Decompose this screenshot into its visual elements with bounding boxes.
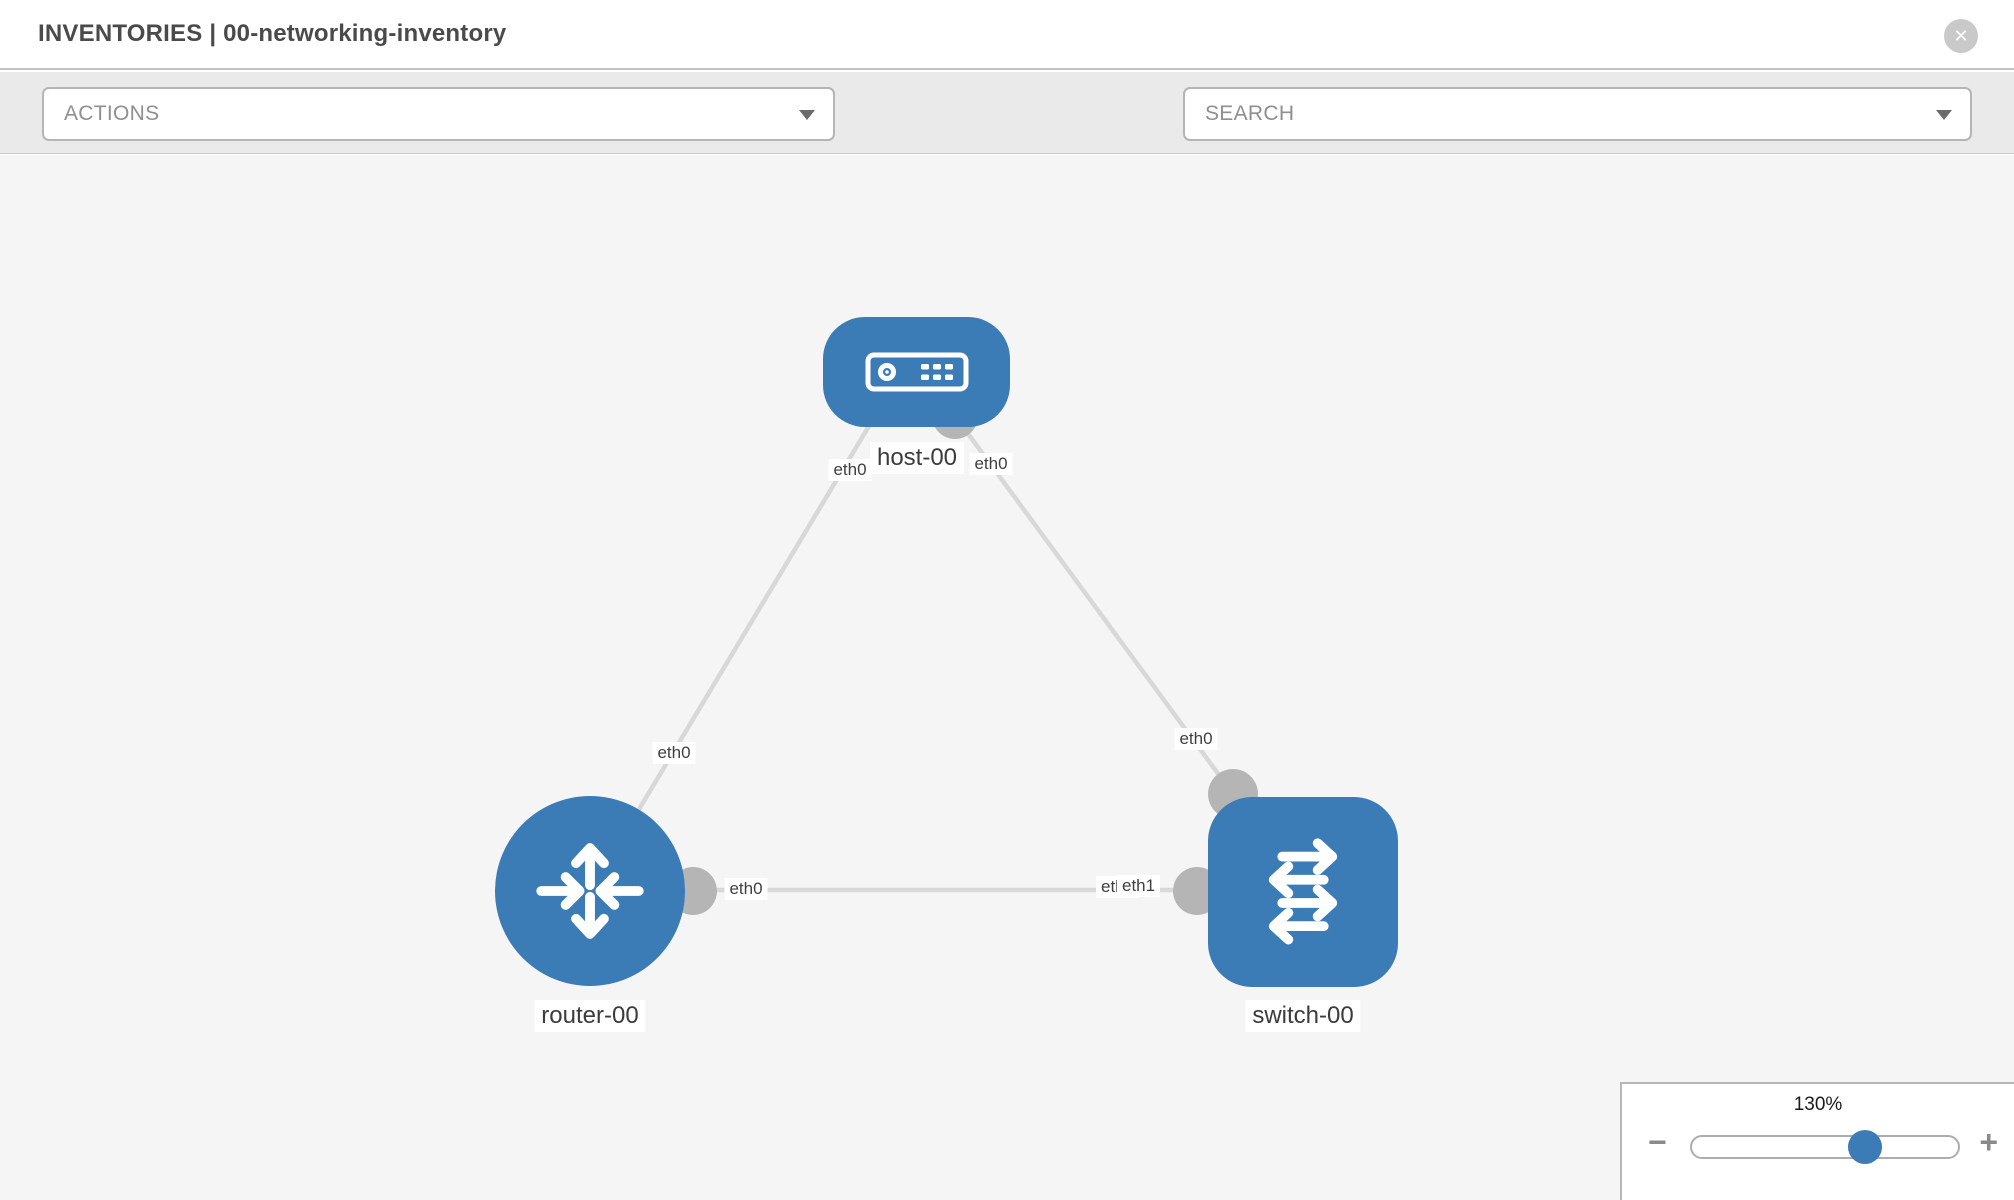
interface-label-router-eth0: eth0 bbox=[724, 878, 768, 901]
interface-label-switch-eth1: eth1 bbox=[1117, 875, 1161, 898]
interface-label-switch-uplink: eth0 bbox=[1174, 728, 1218, 751]
page-title: INVENTORIES | 00-networking-inventory bbox=[38, 20, 507, 47]
window-header: INVENTORIES | 00-networking-inventory ✕ bbox=[0, 0, 2014, 70]
zoom-out-button[interactable]: − bbox=[1648, 1124, 1667, 1160]
chevron-down-icon bbox=[1936, 110, 1952, 120]
interface-label-host-right: eth0 bbox=[969, 453, 1013, 476]
node-label-router: router-00 bbox=[534, 1000, 646, 1032]
node-switch-00[interactable] bbox=[1208, 797, 1398, 987]
zoom-slider-thumb[interactable] bbox=[1847, 1130, 1882, 1164]
chevron-down-icon bbox=[799, 110, 815, 120]
zoom-slider[interactable] bbox=[1690, 1130, 1960, 1164]
node-label-switch: switch-00 bbox=[1245, 1000, 1361, 1032]
node-router-00[interactable] bbox=[495, 796, 685, 986]
search-placeholder: SEARCH bbox=[1205, 102, 1295, 125]
interface-label-host-left: eth0 bbox=[828, 459, 872, 482]
actions-dropdown[interactable]: ACTIONS bbox=[42, 87, 835, 141]
host-device-icon bbox=[865, 352, 968, 392]
zoom-control-panel: 130% − + bbox=[1620, 1082, 2014, 1200]
topology-canvas[interactable]: host-00 router-00 switch-00 eth0 eth0 et… bbox=[0, 155, 2014, 1200]
actions-dropdown-label: ACTIONS bbox=[64, 102, 160, 125]
close-button[interactable]: ✕ bbox=[1944, 19, 1978, 53]
node-host-00[interactable] bbox=[823, 317, 1010, 427]
switch-arrows-icon bbox=[1268, 838, 1338, 945]
interface-label-router-uplink: eth0 bbox=[652, 742, 696, 765]
zoom-level: 130% bbox=[1793, 1094, 1843, 1115]
links-layer bbox=[588, 393, 1303, 915]
zoom-in-button[interactable]: + bbox=[1979, 1124, 1998, 1160]
node-label-host: host-00 bbox=[869, 442, 965, 474]
toolbar: ACTIONS SEARCH bbox=[0, 72, 2014, 200]
router-arrows-icon bbox=[536, 843, 644, 939]
search-dropdown[interactable]: SEARCH bbox=[1183, 87, 1972, 141]
close-icon: ✕ bbox=[1953, 26, 1969, 46]
